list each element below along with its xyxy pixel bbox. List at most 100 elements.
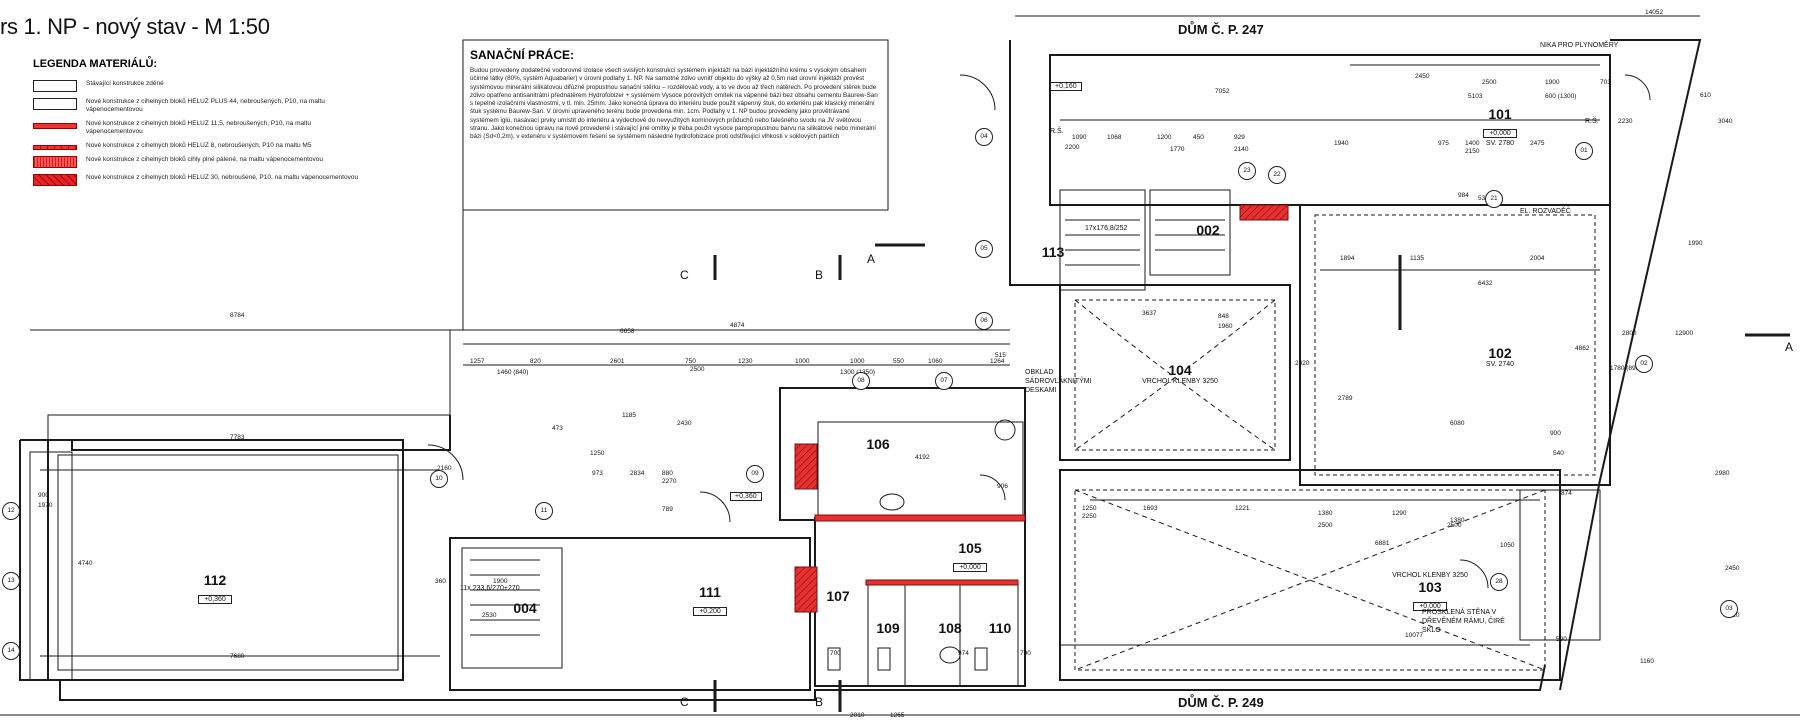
- notes-text: Budou provedeny dodatečné vodorovné izol…: [470, 67, 878, 141]
- dimension-label: 2980: [1715, 470, 1730, 477]
- dimension-label: 2020: [1295, 360, 1310, 367]
- dimension-label: 2450: [1725, 565, 1740, 572]
- dimension-label: 530: [1478, 195, 1489, 202]
- drawing-title: rs 1. NP - nový stav - M 1:50: [0, 14, 270, 39]
- dimension-label: 2004: [1530, 255, 1545, 262]
- dimension-label: 1250: [590, 450, 605, 457]
- dimension-label: 1250: [1082, 505, 1097, 512]
- dimension-label: 1970: [38, 502, 53, 509]
- legend-item: Nové konstrukce z cihelných bloků HELUZ …: [33, 142, 363, 150]
- dimension-label: 6080: [1450, 420, 1465, 427]
- legend-swatch: [33, 156, 77, 168]
- section-marker-c: C: [680, 695, 689, 709]
- grid-marker: 05: [975, 240, 993, 258]
- dimension-label: 1090: [1072, 134, 1087, 141]
- level-mark: +0,360: [730, 492, 762, 501]
- west-wall: [47, 210, 464, 440]
- dimension-label: 4862: [1575, 345, 1590, 352]
- dimension-label: 1185: [622, 412, 636, 419]
- dimension-label: 2500: [690, 366, 705, 373]
- dimension-label: 700: [830, 650, 841, 657]
- legend-swatch: [33, 123, 77, 129]
- dimension-label: 2601: [610, 358, 625, 365]
- new-wall-thin: [865, 579, 1019, 586]
- dimension-label: 2789: [1338, 395, 1353, 402]
- dimension-label: 2010: [850, 712, 865, 719]
- dimension-label: 1900: [493, 578, 508, 585]
- house-label-bottom: DŮM Č. P. 249: [1178, 695, 1264, 710]
- room-109: 109: [876, 620, 900, 636]
- grid-marker: 10: [430, 470, 448, 488]
- dimension-label: 1940: [1334, 140, 1349, 147]
- switchboard-label: EL. ROZVADĚČ: [1520, 208, 1571, 215]
- grid-marker: 02: [1635, 355, 1653, 373]
- grid-marker: 22: [1268, 166, 1286, 184]
- legend-item: Nové konstrukce z cihelných bloků HELUZ …: [33, 174, 363, 186]
- legend-text: Stávající konstrukce zděné: [86, 80, 164, 87]
- dimension-label: 5103: [1468, 93, 1483, 100]
- dimension-label: 14052: [1645, 9, 1664, 16]
- room-111: 111+0,200: [680, 584, 740, 618]
- dimension-label: 473: [552, 425, 563, 432]
- dimension-label: 2200: [1065, 144, 1080, 151]
- grid-marker: 11: [535, 502, 553, 520]
- dimension-label: 2430: [677, 420, 692, 427]
- legend-swatch: [33, 98, 77, 110]
- notes-heading: SANAČNÍ PRÁCE:: [470, 48, 575, 62]
- room-105: 105+0,000: [940, 540, 1000, 574]
- section-marker-c: C: [680, 268, 689, 282]
- room-004: 004: [513, 600, 537, 616]
- remediation-notes: SANAČNÍ PRÁCE: Budou provedeny dodatečné…: [470, 48, 880, 142]
- dimension-label: 1990: [1688, 240, 1703, 247]
- dimension-label: 6881: [1375, 540, 1390, 547]
- dimension-label: 1460 (840): [497, 369, 529, 376]
- dimension-label: 1257: [470, 358, 485, 365]
- dimension-label: 1264: [990, 358, 1005, 365]
- dimension-label: 750: [685, 358, 696, 365]
- grid-marker: 28: [1490, 573, 1508, 591]
- dimension-label: 929: [1234, 134, 1245, 141]
- legend-item: Stávající konstrukce zděné: [33, 80, 363, 92]
- rs-label: R.Š.: [1050, 128, 1064, 135]
- glass-wall-note: PROSKLENÁ STĚNA V DŘEVĚNÉM RÁMU, ČIRÉ SK…: [1422, 609, 1505, 634]
- dimension-label: 1160: [1640, 658, 1654, 665]
- grid-marker: 01: [1575, 142, 1593, 160]
- stair-spec: 17x176,8/252: [1085, 225, 1128, 232]
- legend-text: Nové konstrukce z cihelných bloků HELUZ …: [86, 120, 311, 135]
- dimension-label: 1693: [1143, 505, 1158, 512]
- dimension-label: 900: [38, 492, 49, 499]
- dimension-label: 1400: [1465, 140, 1480, 147]
- new-wall-block: [1239, 204, 1289, 221]
- dimension-label: 2160: [437, 465, 452, 472]
- legend-item: Nové konstrukce z cihelných bloků HELUZ …: [33, 120, 363, 136]
- dimension-label: 874: [1561, 490, 1572, 497]
- rs-label: R.Š.: [1585, 118, 1599, 125]
- dimension-label: 973: [592, 470, 603, 477]
- house-label-top: DŮM Č. P. 247: [1178, 22, 1264, 37]
- notes-frame: [462, 39, 889, 211]
- legend-text: Nové konstrukce z cihelných bloků HELUZ …: [86, 174, 359, 181]
- dimension-label: 4192: [915, 454, 930, 461]
- dimension-label: 6658: [620, 328, 635, 335]
- dimension-label: 1221: [1235, 505, 1250, 512]
- dimension-label: 984: [1458, 192, 1469, 199]
- dimension-label: 1050: [1500, 542, 1515, 549]
- legend-item: Nové konstrukce z cihelných bloků HELUZ …: [33, 98, 363, 114]
- dimension-label: 550: [893, 358, 904, 365]
- dimension-label: 1900: [1545, 79, 1560, 86]
- dimension-label: 2230: [1618, 118, 1633, 125]
- gas-meter-niche-label: NIKA PRO PLYNOMĚRY: [1540, 42, 1619, 49]
- dimension-label: 590: [1556, 636, 1567, 643]
- dimension-label: 703: [1600, 79, 1611, 86]
- legend-swatch: [33, 145, 77, 150]
- dimension-label: 3040: [1718, 118, 1733, 125]
- dimension-label: 1230: [738, 358, 753, 365]
- section-marker-a: A: [1785, 340, 1794, 354]
- new-wall-block: [794, 443, 818, 490]
- dimension-label: 600 (1300): [1545, 93, 1577, 100]
- dimension-label: 610: [1700, 92, 1711, 99]
